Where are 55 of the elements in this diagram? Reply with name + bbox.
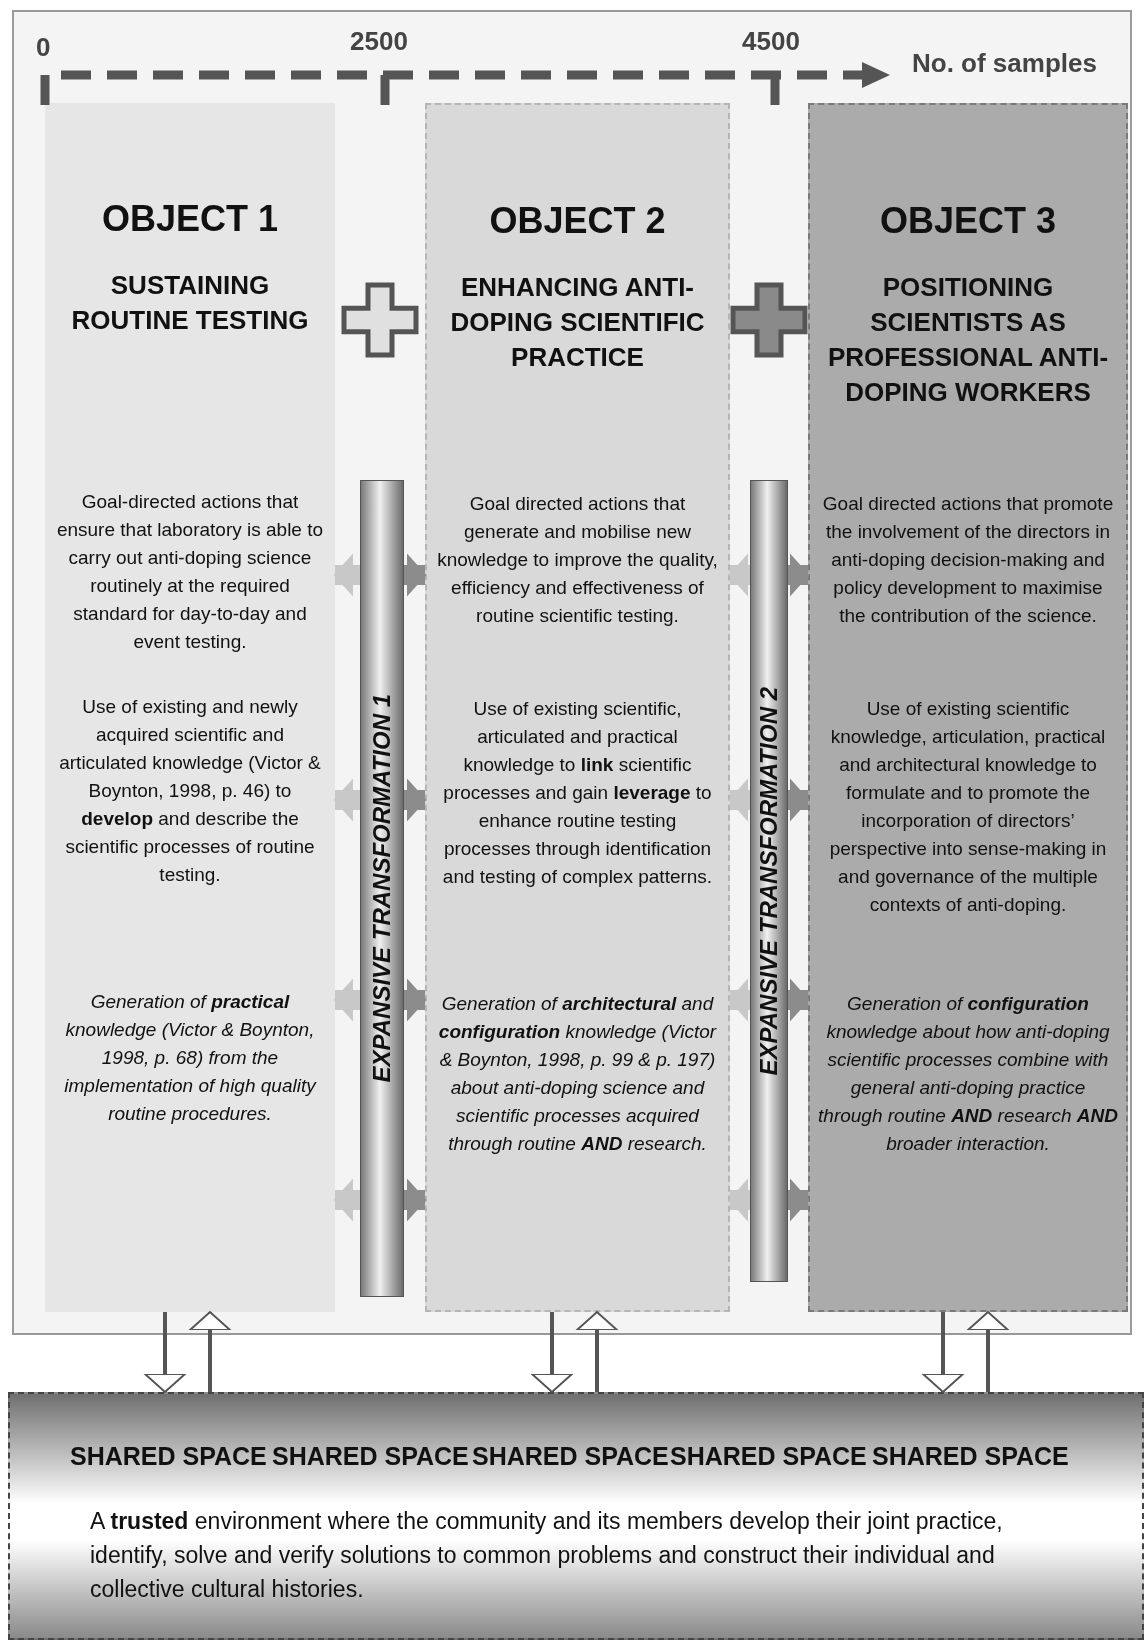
- double-arrow: [788, 554, 809, 596]
- double-arrow: [729, 554, 750, 596]
- column-subheading: POSITIONING SCIENTISTS AS PROFESSIONAL ANTI-DOPING WORKERS: [826, 271, 1110, 409]
- transformation-bar: [360, 480, 404, 1297]
- column-subheading: SUSTAINING ROUTINE TESTING: [70, 269, 310, 337]
- arrow: [531, 1312, 573, 1393]
- shared-space-heading: SHARED SPACE: [670, 1442, 867, 1471]
- axis-label: 2500: [350, 26, 408, 57]
- object-column: [45, 103, 335, 1312]
- double-arrow: [404, 779, 426, 821]
- arrow: [922, 1312, 964, 1393]
- double-arrow: [788, 779, 809, 821]
- description-text: Goal directed actions that promote the involvement of the directors in anti-doping decision-making and policy development to maximise the contribution of the science.: [821, 492, 1115, 628]
- description-text: Generation of configuration knowledge about how anti-doping scientific processes combine with general anti-doping practice through routine AND research AND broader interaction.: [818, 992, 1118, 1156]
- arrow: [576, 1311, 618, 1392]
- column-subheading: ENHANCING ANTI-DOPING SCIENTIFIC PRACTICE: [449, 271, 706, 374]
- shared-space-panel: [8, 1392, 1144, 1640]
- shared-space-heading: SHARED SPACE: [272, 1442, 469, 1471]
- double-arrow: [334, 1179, 360, 1221]
- double-arrow: [404, 554, 426, 596]
- bar-title: EXPANSIVE TRANSFORMATION 2: [755, 686, 783, 1076]
- object-column: [425, 103, 730, 1312]
- shared-space-heading: SHARED SPACE: [872, 1442, 1069, 1471]
- description-text: Use of existing and newly acquired scientific and articulated knowledge (Victor & Boynton, 1998, p. 46) to develop and describe the scientific processes of routine testing.: [58, 695, 322, 887]
- description-text: Generation of architectural and configuration knowledge (Victor & Boynton, 1998, p. 99 & p. 197) about anti-doping science and scientific processes acquired through routine AND research.: [437, 992, 718, 1156]
- arrow: [967, 1311, 1009, 1392]
- shared-space-text: A trusted environment where the community and its members develop their joint practice, identify, solve and verify solutions to common problems and construct their individual and collective cultural histories.: [90, 1507, 1004, 1604]
- double-arrow: [334, 979, 360, 1021]
- double-arrow: [334, 779, 360, 821]
- object-column: [808, 103, 1128, 1312]
- double-arrow: [729, 1179, 750, 1221]
- double-arrow: [788, 979, 809, 1021]
- double-arrow: [334, 554, 360, 596]
- shared-space-heading: SHARED SPACE: [472, 1442, 669, 1471]
- description-text: Generation of practical knowledge (Victor & Boynton, 1998, p. 68) from the implementation of high quality routine procedures.: [63, 990, 318, 1126]
- double-arrow: [404, 1179, 426, 1221]
- double-arrow: [729, 779, 750, 821]
- axis-label: 4500: [742, 26, 800, 57]
- bar-title: EXPANSIVE TRANSFORMATION 1: [368, 694, 396, 1083]
- description-text: Goal-directed actions that ensure that laboratory is able to carry out anti-doping science routinely at the required standard for day-to-day and event testing.: [55, 490, 325, 654]
- description-text: Goal directed actions that generate and mobilise new knowledge to improve the quality, efficiency and effectiveness of routine scientific testing.: [436, 492, 719, 628]
- double-arrow: [788, 1179, 809, 1221]
- axis-label: 0: [36, 32, 51, 63]
- column-heading: OBJECT 2: [488, 200, 667, 242]
- column-heading: OBJECT 1: [100, 198, 279, 240]
- column-heading: OBJECT 3: [878, 200, 1057, 242]
- axis-label: No. of samples: [912, 48, 1097, 79]
- double-arrow: [404, 979, 426, 1021]
- arrow: [144, 1312, 186, 1393]
- double-arrow: [729, 979, 750, 1021]
- arrow: [189, 1311, 231, 1392]
- description-text: Use of existing scientific knowledge, articulation, practical and architectural knowledge to formulate and to promote the incorporation of directors’ perspective into sense-making in and governance of the multiple contexts of anti-doping.: [828, 697, 1108, 917]
- shared-space-heading: SHARED SPACE: [70, 1442, 267, 1471]
- description-text: Use of existing scientific, articulated and practical knowledge to link scientific processes and gain leverage to enhance routine testing processes through identification and testing of complex patterns.: [441, 697, 714, 889]
- transformation-bar: [750, 480, 788, 1282]
